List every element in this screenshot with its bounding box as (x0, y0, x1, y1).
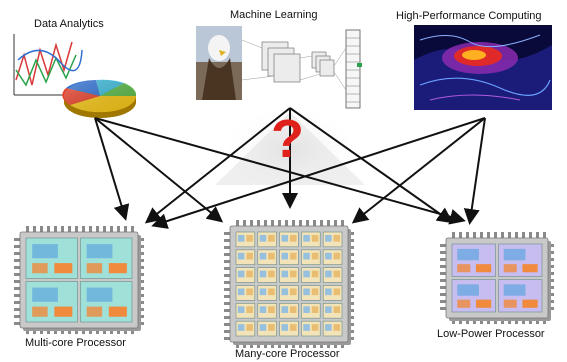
arrow-analytics-to-manycore (94, 117, 224, 223)
data-analytics-icon (13, 34, 137, 118)
manycore-processor-chip (224, 220, 354, 348)
arrow-ml-to-lowpower (289, 107, 454, 224)
lowpower-processor-chip (440, 232, 554, 324)
machine-learning-label: Machine Learning (230, 9, 318, 21)
multicore-processor-chip (14, 226, 144, 334)
arrow-analytics-to-lowpower (94, 117, 466, 225)
processor-chips (14, 220, 554, 348)
data-analytics-label: Data Analytics (34, 18, 104, 30)
arrow-hpc-to-multicore (151, 117, 486, 229)
arrows (94, 107, 486, 229)
multicore-label: Multi-core Processor (25, 337, 126, 349)
arrow-analytics-to-multicore (94, 117, 130, 221)
machine-learning-icon (196, 26, 362, 109)
question-mark: ? (271, 109, 304, 169)
hpc-icon (414, 25, 552, 110)
arrow-ml-to-multicore (144, 107, 291, 224)
arrow-hpc-to-manycore (351, 117, 486, 224)
lowpower-label: Low-Power Processor (437, 328, 545, 340)
hpc-label: High-Performance Computing (396, 10, 542, 22)
arrow-hpc-to-lowpower (463, 117, 486, 225)
manycore-label: Many-core Processor (235, 348, 340, 360)
